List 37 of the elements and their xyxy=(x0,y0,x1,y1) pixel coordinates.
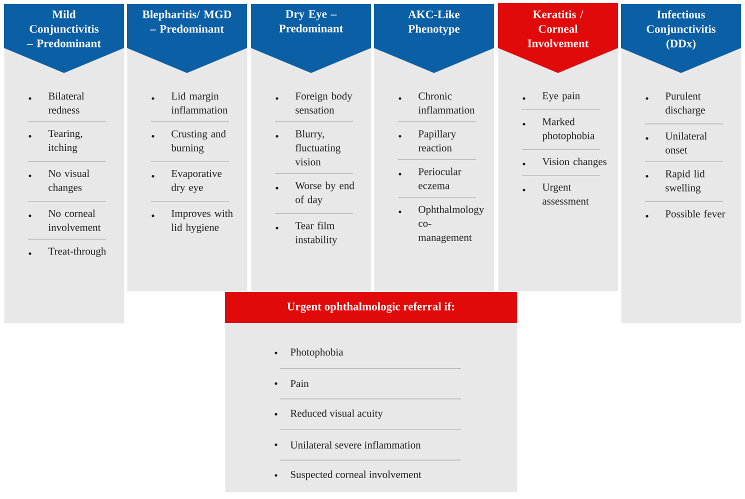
bullet-item: Foreign body sensation xyxy=(276,92,352,114)
bullet-item: No visual changes xyxy=(28,170,90,194)
bullet-item: Tear film instability xyxy=(276,222,338,246)
bullet-item: Crusting and burning xyxy=(152,130,226,154)
bullet-item: Possible fever xyxy=(646,210,726,218)
bullet-item: Photophobia xyxy=(274,348,344,358)
bullet-item: Worse by end of day xyxy=(276,182,354,206)
bullet-item: Bilateral redness xyxy=(28,92,84,114)
bullet-item: Lid margin inflammation xyxy=(152,92,228,114)
bullet-item: Blurry, fluctuating vision xyxy=(276,130,340,166)
bullet-item: Reduced visual acuity xyxy=(274,409,383,419)
bullet-item: Purulent discharge xyxy=(646,92,705,116)
bullet-item: Marked photophobia xyxy=(522,118,595,142)
bullet-item: Unilateral onset xyxy=(646,132,707,154)
chevron-header: Mild Conjunctivitis – Predominant xyxy=(4,4,124,73)
bullet-item: Periocular eczema xyxy=(398,168,462,190)
chevron-header: Keratitis / Corneal Involvement xyxy=(498,3,618,73)
bullet-item: Evaporative dry eye xyxy=(152,170,222,194)
banner-header: Urgent ophthalmologic referral if: xyxy=(225,292,517,323)
bullet-item: Vision changes xyxy=(522,158,606,168)
bullet-item: Tearing, itching xyxy=(28,130,82,154)
bullet-item: Papillary reaction xyxy=(398,130,456,152)
bullet-item: Unilateral severe inflammation xyxy=(274,441,421,449)
bullet-item: Treat-through xyxy=(28,247,106,257)
bullet-item: Eye pain xyxy=(522,92,580,102)
chevron-header: Infectious Conjunctivitis (DDx) xyxy=(621,4,741,73)
bullet-item: Rapid lid swelling xyxy=(646,170,705,194)
chevron-header: AKC-Like Phenotype xyxy=(374,4,494,73)
bullet-item: Suspected corneal involvement xyxy=(274,470,422,480)
bullet-item: Ophthalmology co-management xyxy=(398,206,484,244)
bullet-item: Urgent assessment xyxy=(522,184,589,205)
bullet-item: Improves with lid hygiene xyxy=(152,210,233,234)
bullet-item: No corneal involvement xyxy=(28,210,101,231)
bullet-item: Pain xyxy=(274,380,309,388)
chevron-header: Dry Eye – Predominant xyxy=(251,4,371,73)
chevron-header: Blepharitis/ MGD – Predominant xyxy=(127,4,247,73)
bullet-item: Chronic inflammation xyxy=(398,92,475,114)
